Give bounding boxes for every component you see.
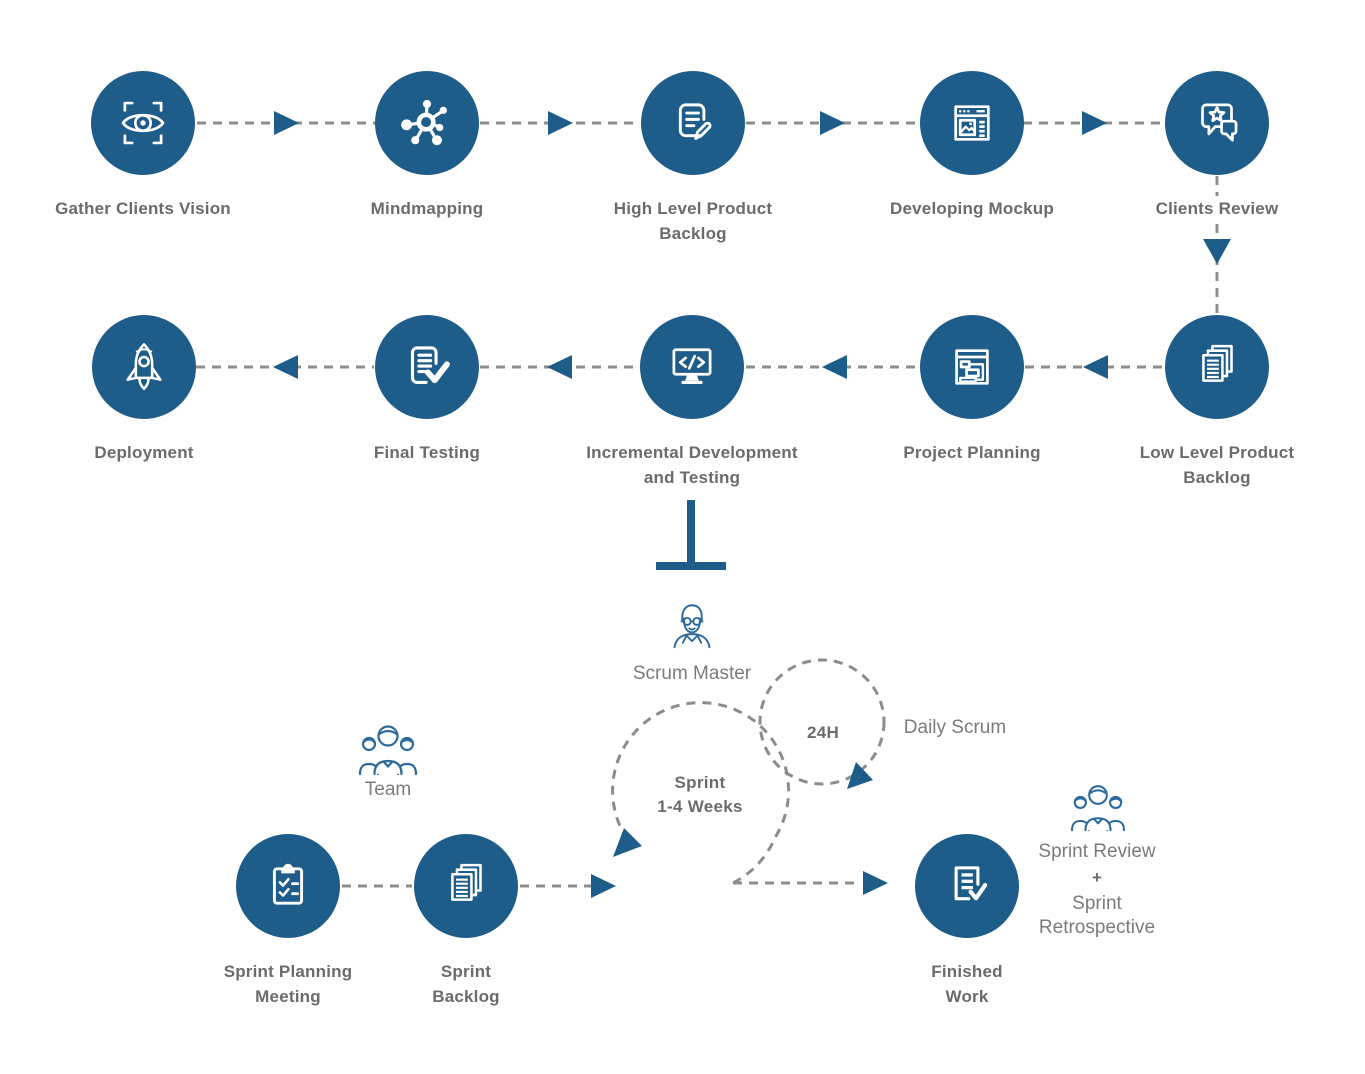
monitor-code-icon xyxy=(640,315,744,419)
sprint-duration-label: Sprint 1-4 Weeks xyxy=(657,773,743,816)
node-deployment: Deployment xyxy=(14,315,274,465)
node-low-level-product-backlog: Low Level Product Backlog xyxy=(1087,315,1347,490)
node-label: Sprint Backlog xyxy=(432,959,500,1009)
node-incremental-development: Incremental Development and Testing xyxy=(562,315,822,490)
node-label: Project Planning xyxy=(903,440,1040,465)
label-line: Meeting xyxy=(255,987,321,1006)
label-line: Work xyxy=(945,987,989,1006)
label-line: Deployment xyxy=(94,443,194,462)
label-line: Backlog xyxy=(432,987,500,1006)
label-line: High Level Product xyxy=(613,199,773,218)
daily-scrum-label: Daily Scrum xyxy=(903,717,1007,738)
node-developing-mockup: Developing Mockup xyxy=(842,71,1102,221)
label-line: Mindmapping xyxy=(370,199,484,218)
document-check-icon xyxy=(915,834,1019,938)
label-line: Backlog xyxy=(659,224,727,243)
label-line: Gather Clients Vision xyxy=(55,199,231,218)
chat-star-icon xyxy=(1165,71,1269,175)
label-line: Low Level Product xyxy=(1139,443,1295,462)
node-label: Clients Review xyxy=(1155,196,1279,221)
daily-cycle-label: 24H xyxy=(806,723,840,742)
label-line: Sprint Planning xyxy=(223,962,353,981)
document-check-icon xyxy=(375,315,479,419)
node-clients-review: Clients Review xyxy=(1087,71,1347,221)
scrum-master-label: Scrum Master xyxy=(632,663,752,684)
node-label: Mindmapping xyxy=(371,196,484,221)
node-label: Low Level Product Backlog xyxy=(1140,440,1295,490)
scrum-master-icon xyxy=(664,600,720,656)
review-team-icon xyxy=(1067,782,1129,834)
label-line: Backlog xyxy=(1183,468,1251,487)
node-label: Final Testing xyxy=(374,440,480,465)
node-project-planning: Project Planning xyxy=(842,315,1102,465)
label-line: and Testing xyxy=(643,468,741,487)
clipboard-checklist-icon xyxy=(236,834,340,938)
node-label: Gather Clients Vision xyxy=(55,196,231,221)
sprint-retro-label-line1: Sprint xyxy=(1072,893,1122,914)
node-high-level-product-backlog: High Level Product Backlog xyxy=(563,71,823,246)
document-stack-icon xyxy=(414,834,518,938)
sprint-review-block: Sprint Review + Sprint Retrospective xyxy=(987,840,1207,940)
label-line: Incremental Development xyxy=(586,443,798,462)
team-icon xyxy=(356,722,420,778)
label-line: Sprint xyxy=(440,962,492,981)
node-label: Incremental Development and Testing xyxy=(586,440,798,490)
team-label: Team xyxy=(364,779,412,800)
node-final-testing: Final Testing xyxy=(297,315,557,465)
document-stack-icon xyxy=(1165,315,1269,419)
label-line: Finished xyxy=(931,962,1003,981)
sprint-retro-label-line2: Retrospective xyxy=(1038,917,1156,938)
node-finished-work: Finished Work xyxy=(837,834,1097,1009)
label-line: Final Testing xyxy=(373,443,481,462)
node-mindmapping: Mindmapping xyxy=(297,71,557,221)
node-label: Finished Work xyxy=(931,959,1003,1009)
node-label: Sprint Planning Meeting xyxy=(224,959,353,1009)
eye-viewfinder-icon xyxy=(91,71,195,175)
rocket-icon xyxy=(92,315,196,419)
node-sprint-planning-meeting: Sprint Planning Meeting xyxy=(158,834,418,1009)
node-label: Developing Mockup xyxy=(890,196,1054,221)
mindmap-network-icon xyxy=(375,71,479,175)
node-gather-clients-vision: Gather Clients Vision xyxy=(13,71,273,221)
label-line: Project Planning xyxy=(903,443,1041,462)
plan-window-icon xyxy=(920,315,1024,419)
node-label: Deployment xyxy=(94,440,193,465)
browser-mockup-icon xyxy=(920,71,1024,175)
node-label: High Level Product Backlog xyxy=(614,196,773,246)
node-sprint-backlog: Sprint Backlog xyxy=(336,834,596,1009)
plus-sign: + xyxy=(1092,868,1102,887)
sprint-review-label: Sprint Review xyxy=(1038,841,1156,862)
document-pencil-icon xyxy=(641,71,745,175)
label-line: Developing Mockup xyxy=(890,199,1054,218)
label-line: Clients Review xyxy=(1155,199,1279,218)
